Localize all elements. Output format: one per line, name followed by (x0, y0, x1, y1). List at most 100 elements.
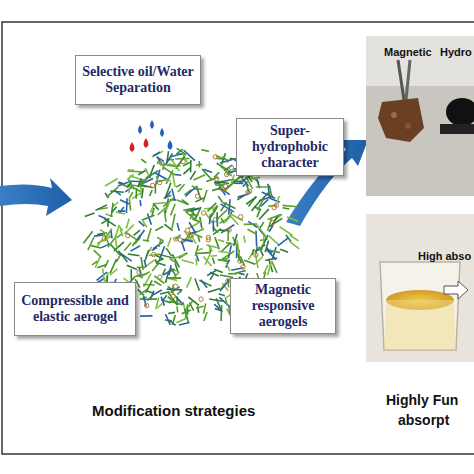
mesh-fiber (237, 254, 241, 264)
nanoparticle (171, 294, 175, 298)
mesh-fiber (234, 183, 243, 185)
mesh-fiber (230, 216, 238, 225)
mesh-fiber (116, 256, 119, 262)
mesh-fiber (193, 175, 205, 180)
mesh-fiber (110, 231, 113, 239)
mesh-fiber (220, 218, 230, 223)
mesh-fiber (130, 246, 140, 251)
mesh-fiber (183, 208, 195, 210)
mesh-fiber (287, 217, 298, 221)
mesh-fiber (201, 280, 207, 288)
nanoparticle (144, 303, 148, 307)
mesh-fiber (213, 258, 215, 264)
mesh-fiber (182, 260, 194, 263)
mesh-fiber (157, 161, 164, 165)
mesh-fiber (127, 182, 131, 187)
mesh-fiber (171, 154, 182, 157)
photo-label: High abso (418, 250, 471, 262)
mesh-fiber (196, 248, 203, 250)
mesh-fiber (219, 187, 230, 195)
mesh-fiber (218, 252, 230, 253)
mesh-fiber (185, 187, 195, 196)
mesh-fiber (120, 200, 129, 204)
nanoparticle (238, 215, 242, 219)
text-stack: Magnetic responsive aerogels (236, 282, 330, 330)
nanoparticle (201, 211, 205, 215)
mesh-fiber (196, 258, 198, 265)
mesh-fiber (172, 315, 175, 325)
mesh-fiber (202, 169, 212, 180)
mesh-fiber (289, 241, 299, 248)
mesh-fiber (220, 187, 226, 192)
mesh-fiber (172, 214, 175, 229)
nanoparticle (126, 233, 130, 237)
mesh-fiber (280, 227, 293, 236)
mesh-fiber (181, 241, 184, 251)
mesh-fiber (210, 273, 214, 279)
mesh-fiber (83, 231, 92, 243)
mesh-fiber (234, 234, 237, 246)
mesh-fiber (177, 148, 186, 154)
mesh-fiber (88, 237, 94, 250)
mesh-fiber (219, 258, 228, 260)
mesh-fiber (128, 254, 140, 256)
mesh-fiber (190, 171, 195, 180)
mesh-fiber (153, 152, 160, 156)
caption-text: Modification strategies (92, 402, 255, 419)
caption-text: Highly Fun (386, 392, 458, 408)
mesh-fiber (105, 179, 118, 186)
mesh-fiber (101, 244, 110, 248)
mesh-fiber (223, 156, 228, 162)
mesh-fiber (166, 203, 169, 210)
mesh-fiber (110, 244, 121, 256)
mesh-fiber (107, 218, 109, 227)
nanoparticle (213, 155, 217, 159)
mesh-fiber (228, 179, 235, 181)
mesh-fiber (290, 235, 299, 241)
mesh-fiber (267, 261, 271, 275)
mesh-fiber (219, 294, 225, 296)
nanoparticle (229, 165, 233, 169)
mesh-fiber (235, 271, 246, 274)
magnetic-photo (366, 36, 474, 196)
mesh-fiber (151, 204, 154, 213)
nanoparticle (173, 284, 177, 288)
mesh-fiber (141, 159, 146, 163)
mesh-fiber (152, 264, 158, 271)
mesh-fiber (119, 226, 123, 231)
mesh-fiber (155, 255, 163, 259)
mesh-fiber (110, 259, 116, 273)
mesh-fiber (269, 225, 273, 232)
hollow-arrow (444, 281, 468, 299)
mesh-fiber (126, 219, 129, 229)
mesh-fiber (185, 309, 189, 323)
mesh-fiber (244, 223, 257, 225)
mesh-fiber (192, 186, 199, 188)
mesh-fiber (257, 210, 260, 217)
caption-text: absorpt (398, 412, 449, 428)
mesh-fiber (149, 165, 154, 178)
nanoparticle (246, 190, 250, 194)
mesh-fiber (269, 185, 272, 197)
feature-text: Compressible and elastic aerogel (20, 293, 130, 325)
mesh-fiber (259, 209, 269, 219)
mesh-fiber (257, 225, 266, 236)
mesh-fiber (239, 273, 245, 274)
nanoparticle (158, 275, 162, 279)
mesh-fiber (211, 255, 217, 257)
nanoparticle (150, 183, 154, 187)
mesh-fiber (221, 243, 231, 252)
mesh-fiber (94, 235, 104, 236)
photo-label: Magnetic (384, 46, 432, 58)
mesh-fiber (127, 265, 137, 269)
mesh-fiber (137, 266, 145, 268)
nanoparticle (181, 159, 185, 163)
mesh-fiber (234, 180, 243, 182)
mesh-fiber (153, 242, 163, 249)
text-stack: Compressible and elastic aerogel (20, 293, 130, 325)
mesh-fiber (221, 225, 234, 233)
mesh-fiber (97, 264, 106, 267)
mesh-fiber (182, 200, 188, 205)
text-stack: Super-hydrophobic character (242, 123, 338, 171)
nanoparticle (178, 238, 182, 242)
